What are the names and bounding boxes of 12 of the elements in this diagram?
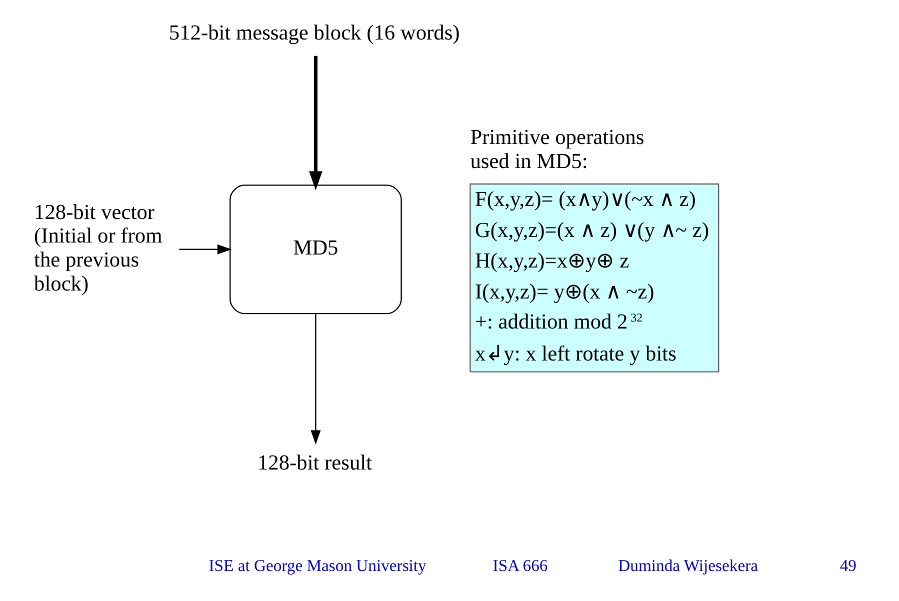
label: Duminda Wijesekera — [618, 556, 758, 576]
node-label: Primitive operations used in MD5: — [470, 125, 644, 173]
arrow — [178, 244, 232, 254]
node-text: 512-bit message block (16 words) — [168, 20, 460, 44]
node-text: 128-bit result — [256, 450, 372, 475]
arrow — [308, 56, 322, 190]
node-box: MD5 — [229, 184, 402, 314]
label: ISE at George Mason University — [208, 556, 426, 576]
node-text: 128-bit vector (Initial or from the previous block) — [34, 200, 162, 296]
label: ISA 666 — [492, 556, 548, 576]
arrow — [310, 314, 320, 445]
label: 49 — [839, 556, 856, 576]
